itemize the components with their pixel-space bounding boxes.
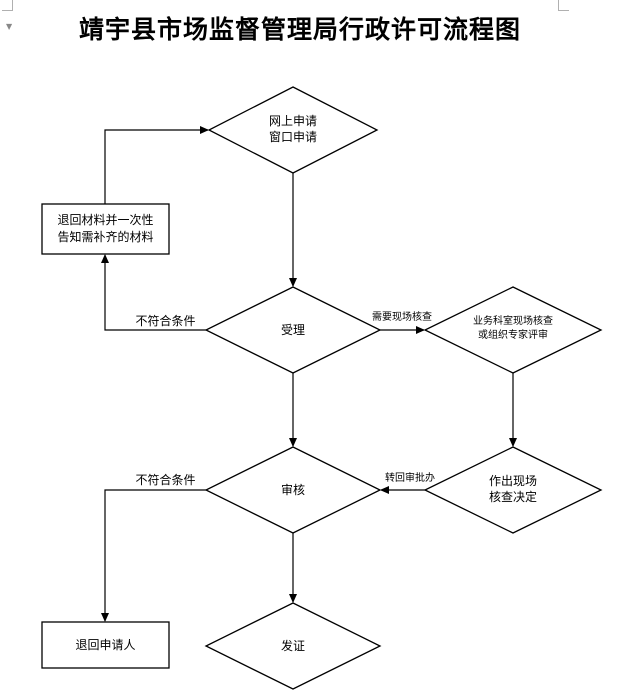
return-applicant-label: 退回申请人 [75,638,136,652]
accept-label: 受理 [280,323,305,337]
chevron-down-icon: ▼ [6,22,13,31]
issue-label: 发证 [280,639,305,653]
page-corner-mark [2,0,13,11]
need-site-check-label: 需要现场核查 [372,312,432,323]
review-not-qualified-label: 不符合条件 [135,473,196,487]
return-materials-label: 退回材料并一次性 告知需补齐的材料 [57,213,154,244]
decision-diamond [423,446,603,534]
apply-label: 网上申请 窗口申请 [268,114,317,144]
transfer-back-label: 转回审批办 [385,473,435,484]
review-to-return-applicant-arrow [101,489,206,622]
review-label: 审核 [280,483,305,497]
page-corner-mark [558,0,569,11]
site-check-label: 业务科室现场核查 或组织专家评审 [473,316,553,341]
return-to-apply-arrow [104,126,209,204]
page-title: 靖宇县市场监督管理局行政许可流程图 [78,15,521,44]
accept-not-qualified-label: 不符合条件 [135,314,196,328]
issue-diamond [204,602,382,690]
return-applicant-box [41,621,170,669]
decision-label: 作出现场 核查决定 [488,474,537,504]
accept-to-return-arrow [101,254,206,331]
